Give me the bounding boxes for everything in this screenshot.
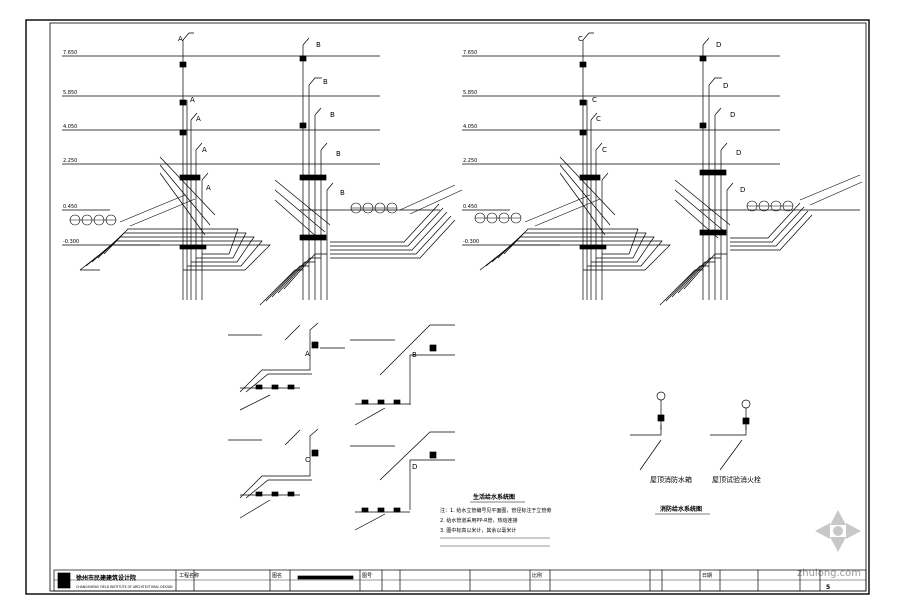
scale-label: 比例 bbox=[532, 572, 542, 579]
axis-tag: A bbox=[178, 35, 183, 43]
fire-caption-1: 屋顶消防水箱 bbox=[650, 475, 692, 484]
axis-tag: C bbox=[592, 96, 597, 104]
axis-tag: B bbox=[323, 78, 328, 86]
right-axis-tags: C C C C D D D D D bbox=[578, 35, 745, 194]
fire-detail bbox=[630, 391, 751, 471]
detail-tag: D bbox=[412, 463, 417, 471]
level-mark: 5.850 bbox=[463, 90, 477, 96]
detail-tag: B bbox=[412, 351, 417, 359]
axis-tag: A bbox=[196, 115, 201, 123]
right-fixture-row bbox=[474, 174, 863, 227]
title-block bbox=[53, 569, 867, 592]
axis-tag: D bbox=[716, 41, 721, 49]
sheet-number: 5 bbox=[826, 584, 830, 591]
level-mark: 2.250 bbox=[63, 158, 77, 164]
fire-caption-2: 屋顶试验消火栓 bbox=[712, 475, 761, 484]
drawing-frame bbox=[49, 22, 867, 592]
axis-tag: A bbox=[190, 96, 195, 104]
legend-title: 生活给水系统图 bbox=[473, 493, 515, 501]
axis-tag: B bbox=[336, 150, 341, 158]
right-level-marks: 7.650 5.850 4.050 2.250 0.450 -0.300 bbox=[463, 50, 479, 245]
detail-tag: C bbox=[305, 456, 310, 464]
legend-note: 注：1. 给水立管编号见平面图，管径标注于立管旁 bbox=[440, 507, 551, 514]
level-mark: 4.050 bbox=[63, 124, 77, 130]
axis-tag: A bbox=[206, 184, 211, 192]
level-mark: -0.300 bbox=[463, 239, 479, 245]
axis-tag: A bbox=[202, 146, 207, 154]
lower-detail-diagrams bbox=[228, 322, 455, 531]
fire-title: 消防给水系统图 bbox=[660, 505, 702, 513]
detail-tag: A bbox=[305, 350, 310, 358]
level-mark: 5.850 bbox=[63, 90, 77, 96]
axis-tag: B bbox=[340, 189, 345, 197]
watermark-logo bbox=[815, 510, 861, 552]
legend-note: 2. 给水管道采用PP-R管，热熔连接 bbox=[440, 517, 518, 524]
axis-tag: C bbox=[596, 115, 601, 123]
drawing-label: 图名 bbox=[272, 572, 282, 579]
lower-detail-tags: A B C D bbox=[305, 350, 417, 471]
legend-note: 3. 图中标高以米计，其余以毫米计 bbox=[440, 527, 516, 534]
level-mark: 0.450 bbox=[63, 204, 77, 210]
project-label: 工程名称 bbox=[179, 572, 199, 579]
legend-block: 生活给水系统图 注：1. 给水立管编号见平面图，管径标注于立管旁 2. 给水管道… bbox=[440, 493, 551, 547]
legend-rows bbox=[440, 537, 550, 547]
axis-tag: D bbox=[736, 149, 741, 157]
left-axis-tags: A A A A A B B B B B bbox=[178, 35, 345, 197]
axis-tag: D bbox=[740, 186, 745, 194]
drawing-no-label: 图号 bbox=[362, 573, 372, 579]
sheet-border bbox=[25, 19, 870, 595]
level-mark: 4.050 bbox=[463, 124, 477, 130]
axis-tag: B bbox=[330, 111, 335, 119]
axis-tag: C bbox=[578, 35, 583, 43]
left-fixture-row bbox=[69, 184, 463, 227]
axis-tag: D bbox=[730, 111, 735, 119]
firm-name-en: CHANGSHENG YIELD INSTITUTE OF ARCHITECTU… bbox=[76, 585, 173, 589]
level-mark: -0.300 bbox=[63, 239, 79, 245]
date-label: 日期 bbox=[702, 573, 712, 579]
left-level-marks: 7.650 5.850 4.050 2.250 0.450 -0.300 bbox=[63, 50, 79, 245]
axis-tag: B bbox=[316, 41, 321, 49]
level-mark: 0.450 bbox=[463, 204, 477, 210]
axis-tag: C bbox=[602, 146, 607, 154]
watermark-text: zhulong.com bbox=[797, 568, 861, 579]
level-mark: 2.250 bbox=[463, 158, 477, 164]
firm-name: 徐州市民建建筑设计院 bbox=[75, 574, 136, 582]
axis-tag: D bbox=[723, 82, 728, 90]
level-mark: 7.650 bbox=[63, 50, 77, 56]
left-riser-system bbox=[62, 32, 456, 306]
level-mark: 7.650 bbox=[463, 50, 477, 56]
right-riser-system bbox=[462, 32, 860, 306]
